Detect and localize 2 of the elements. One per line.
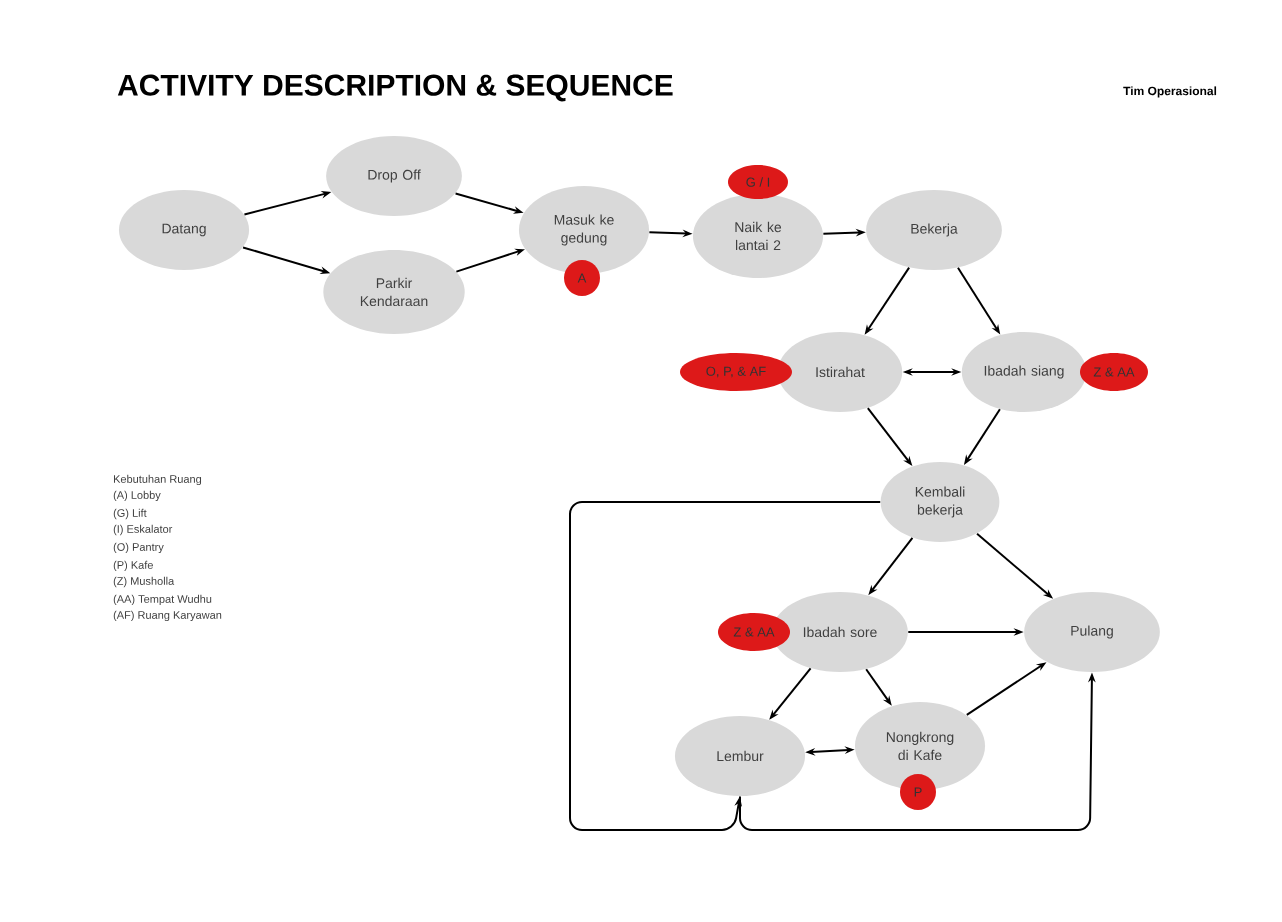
arrow: [569, 501, 882, 831]
title: ACTIVITY DESCRIPTION & SEQUENCE: [117, 74, 673, 102]
